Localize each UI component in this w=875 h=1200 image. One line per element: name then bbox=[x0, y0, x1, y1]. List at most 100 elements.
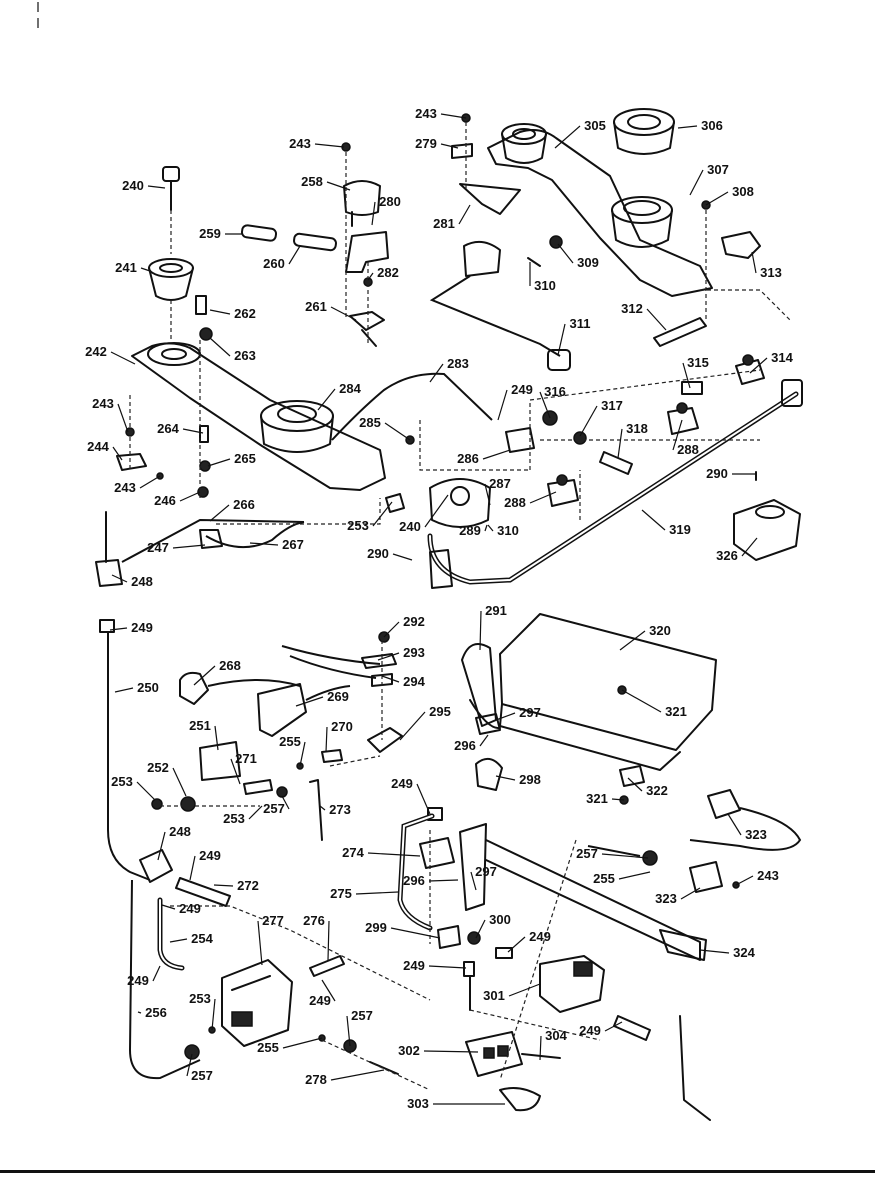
callout-260: 260 bbox=[263, 245, 301, 271]
manifold-and-valves bbox=[385, 354, 803, 589]
callout-label: 257 bbox=[576, 846, 598, 861]
callout-label: 323 bbox=[655, 891, 677, 906]
callout-label: 284 bbox=[339, 381, 361, 396]
callout-273: 273 bbox=[319, 802, 351, 817]
callout-287: 287 bbox=[484, 476, 511, 506]
callout-243: 243 bbox=[415, 106, 467, 121]
callout-leader bbox=[682, 362, 691, 389]
callout-label: 257 bbox=[263, 801, 285, 816]
callout-leader bbox=[189, 855, 196, 881]
callout-label: 290 bbox=[706, 466, 728, 481]
callout-317: 317 bbox=[579, 398, 623, 437]
callout-label: 243 bbox=[92, 396, 114, 411]
callout-label: 297 bbox=[475, 864, 497, 879]
callout-label: 288 bbox=[677, 442, 699, 457]
callout-leader bbox=[109, 627, 128, 631]
callout-label: 323 bbox=[745, 827, 767, 842]
callout-249: 249 bbox=[309, 979, 336, 1008]
callout-label: 316 bbox=[544, 384, 566, 399]
callout-leader bbox=[330, 306, 357, 321]
callout-label: 251 bbox=[189, 718, 211, 733]
callout-label: 303 bbox=[407, 1096, 429, 1111]
callout-leader bbox=[209, 309, 231, 315]
callout-leader bbox=[508, 983, 541, 997]
callout-291: 291 bbox=[479, 603, 507, 651]
callout-324: 324 bbox=[699, 945, 756, 960]
callout-leader bbox=[557, 323, 566, 356]
callout-leader bbox=[325, 726, 328, 753]
callout-248: 248 bbox=[111, 574, 153, 589]
callout-265: 265 bbox=[207, 451, 256, 467]
callout-label: 268 bbox=[219, 658, 241, 673]
callout-label: 318 bbox=[626, 421, 648, 436]
callout-leader bbox=[248, 805, 263, 820]
callout-279: 279 bbox=[415, 136, 459, 151]
callout-label: 309 bbox=[577, 255, 599, 270]
callout-label: 267 bbox=[282, 537, 304, 552]
callout-label: 270 bbox=[331, 719, 353, 734]
callout-257: 257 bbox=[576, 846, 649, 861]
callout-leader bbox=[539, 1035, 542, 1061]
callout-leader bbox=[689, 169, 704, 196]
callout-label: 295 bbox=[429, 704, 451, 719]
callout-249: 249 bbox=[497, 382, 533, 421]
callout-290: 290 bbox=[706, 466, 755, 481]
callout-leader bbox=[677, 125, 698, 129]
callout-label: 315 bbox=[687, 355, 709, 370]
callout-leader bbox=[423, 1050, 479, 1053]
callout-label: 283 bbox=[447, 356, 469, 371]
callout-276: 276 bbox=[303, 913, 330, 961]
callout-label: 289 bbox=[459, 523, 481, 538]
callout-label: 259 bbox=[199, 226, 221, 241]
callout-300: 300 bbox=[475, 912, 511, 939]
callout-label: 249 bbox=[391, 776, 413, 791]
callout-243: 243 bbox=[114, 475, 161, 495]
callout-label: 280 bbox=[379, 194, 401, 209]
callout-leader bbox=[482, 449, 511, 460]
callout-294: 294 bbox=[381, 674, 426, 689]
callout-243: 243 bbox=[735, 868, 779, 886]
callout-label: 292 bbox=[403, 614, 425, 629]
callout-leader bbox=[601, 853, 649, 859]
callout-leader bbox=[428, 879, 459, 882]
callout-leader bbox=[282, 1037, 323, 1049]
callout-243: 243 bbox=[92, 396, 129, 433]
callout-label: 287 bbox=[489, 476, 511, 491]
callout-label: 274 bbox=[342, 845, 364, 860]
callout-296: 296 bbox=[454, 734, 489, 753]
callout-274: 274 bbox=[342, 845, 421, 860]
callout-leader bbox=[749, 357, 768, 374]
callout-leader bbox=[110, 351, 136, 365]
callout-310: 310 bbox=[487, 523, 519, 538]
callout-label: 310 bbox=[534, 278, 556, 293]
callout-leader bbox=[295, 696, 324, 707]
callout-label: 310 bbox=[497, 523, 519, 538]
callout-249: 249 bbox=[391, 776, 431, 815]
callout-label: 272 bbox=[237, 878, 259, 893]
callout-leader bbox=[326, 181, 351, 191]
callout-321: 321 bbox=[586, 791, 625, 806]
callout-283: 283 bbox=[429, 356, 469, 383]
callout-leader bbox=[383, 621, 400, 638]
callout-249: 249 bbox=[579, 1021, 623, 1038]
callout-label: 301 bbox=[483, 988, 505, 1003]
callout-290: 290 bbox=[367, 546, 413, 561]
callout-label: 257 bbox=[191, 1068, 213, 1083]
callout-leader bbox=[429, 363, 444, 383]
callout-leader bbox=[372, 501, 393, 527]
callout-255: 255 bbox=[257, 1037, 323, 1055]
callout-305: 305 bbox=[554, 118, 606, 149]
callout-295: 295 bbox=[399, 704, 451, 741]
callout-leader bbox=[182, 428, 204, 434]
callout-leader bbox=[355, 891, 399, 895]
callout-label: 285 bbox=[359, 415, 381, 430]
upper-middle-parts bbox=[240, 142, 389, 347]
callout-316: 316 bbox=[539, 384, 566, 419]
callout-leader bbox=[112, 446, 123, 461]
callout-leader bbox=[172, 767, 187, 797]
callout-leader bbox=[487, 524, 494, 532]
callout-249: 249 bbox=[403, 958, 467, 973]
callout-label: 255 bbox=[257, 1040, 279, 1055]
callout-label: 256 bbox=[145, 1005, 167, 1020]
